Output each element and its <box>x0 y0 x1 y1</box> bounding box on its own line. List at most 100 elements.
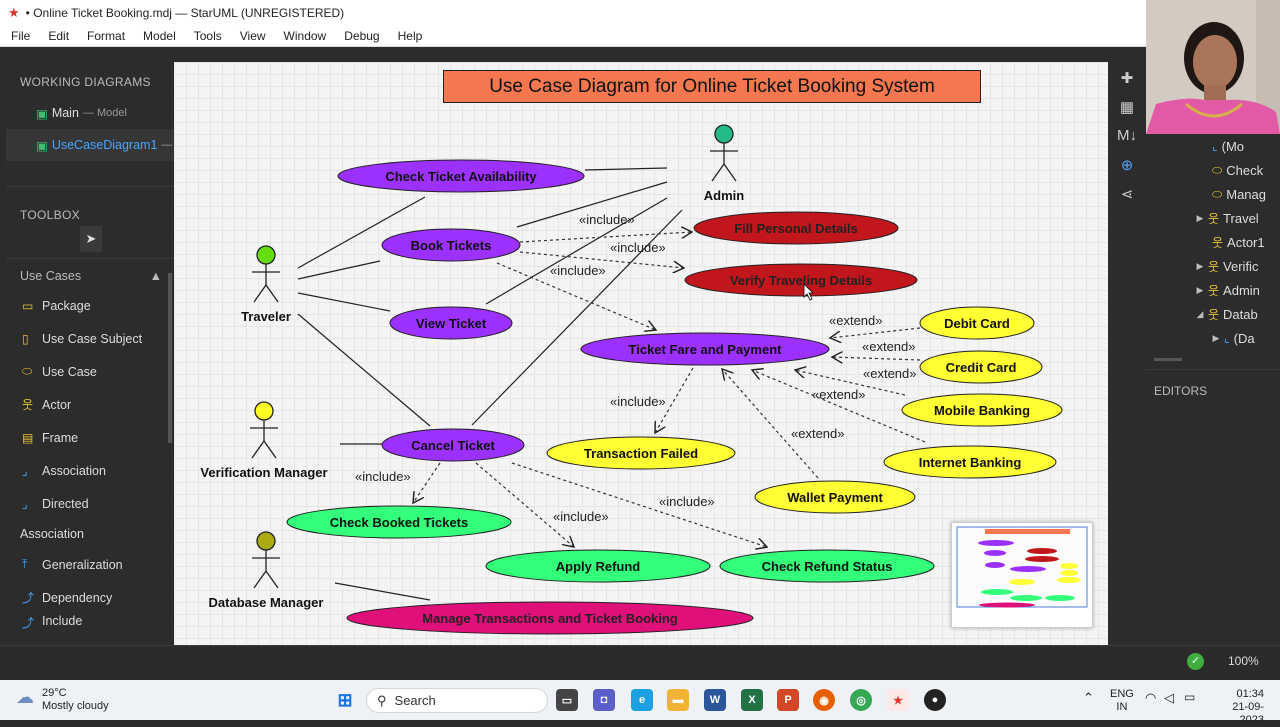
actor-traveler[interactable] <box>252 245 280 303</box>
expand-icon[interactable]: ▶ <box>1196 212 1204 223</box>
usecase-cancel-ticket[interactable] <box>381 428 525 462</box>
tool-include[interactable]: ⤴Include <box>6 614 174 634</box>
share-icon[interactable]: ⋖ <box>1120 185 1134 203</box>
usecase-check-refund-status[interactable] <box>719 549 935 583</box>
clock[interactable]: 01:34 21-09-2023 <box>1210 688 1264 727</box>
tool-frame[interactable]: ▤Frame <box>6 421 174 454</box>
staruml-taskbar-icon[interactable]: ★ <box>887 689 909 711</box>
menu-help[interactable]: Help <box>397 29 423 43</box>
extensions-icon[interactable]: ✚ <box>1120 69 1134 87</box>
usecase-label: Ticket Fare and Payment <box>629 342 783 357</box>
taskbar-search-box[interactable]: ⚲ Search <box>366 688 548 713</box>
usecase-debit-card[interactable] <box>919 306 1035 340</box>
diagram-title[interactable]: Use Case Diagram for Online Ticket Booki… <box>443 70 981 103</box>
collapse-icon[interactable]: ◢ <box>1196 308 1204 319</box>
working-diagrams-title: WORKING DIAGRAMS <box>20 75 151 89</box>
usecase-check-ticket-availability[interactable] <box>337 159 585 193</box>
actor-admin[interactable] <box>710 124 738 182</box>
sidebar-scrollbar[interactable] <box>168 273 172 443</box>
diagram-minimap[interactable] <box>951 522 1093 628</box>
menu-edit[interactable]: Edit <box>48 29 70 43</box>
word-icon[interactable]: W <box>704 689 726 711</box>
firefox-icon[interactable]: ◉ <box>813 689 835 711</box>
usecase-transaction-failed[interactable] <box>546 436 736 470</box>
tool-label: Association <box>20 527 84 541</box>
file-explorer-icon[interactable]: ▬ <box>667 689 689 711</box>
tool-association[interactable]: ⌟Association <box>6 454 174 487</box>
explorer-scrollbar[interactable] <box>1154 358 1182 361</box>
expand-icon[interactable]: ▶ <box>1196 260 1204 271</box>
menu-window[interactable]: Window <box>283 29 327 43</box>
working-diagram-main[interactable]: ▣ Main — Model <box>6 97 174 129</box>
usecase-credit-card[interactable] <box>919 350 1043 384</box>
navigator-icon[interactable]: ⊕ <box>1120 156 1134 174</box>
recorder-icon[interactable]: ● <box>924 689 946 711</box>
usecase-ticket-fare-payment[interactable] <box>580 332 830 366</box>
windows-start-icon[interactable]: ⊞ <box>337 689 353 710</box>
chevron-up-icon[interactable]: ⌃ <box>1083 690 1094 705</box>
pointer-tool-icon[interactable]: ➤ <box>80 226 102 252</box>
volume-icon[interactable]: ◁ <box>1164 690 1174 705</box>
battery-icon[interactable]: ▭ <box>1184 690 1196 704</box>
tool-usecase-subject[interactable]: ▯Use Case Subject <box>6 322 174 355</box>
usecase-icon: ⬭ <box>1212 186 1223 201</box>
tool-package[interactable]: ▭Package <box>6 289 174 322</box>
explorer-item[interactable]: ▶⌞(Da <box>1146 326 1280 350</box>
expand-icon[interactable]: ▶ <box>1196 284 1204 295</box>
tool-generalization[interactable]: ⤒Generalization <box>6 548 174 581</box>
weather-temp: 29°C <box>42 687 67 699</box>
menu-view[interactable]: View <box>239 29 266 43</box>
expand-icon[interactable]: ▶ <box>1212 332 1220 343</box>
tool-usecase[interactable]: ⬭Use Case <box>6 355 174 388</box>
working-diagram-usecase[interactable]: ▣ UseCaseDiagram1 — <box>6 129 174 161</box>
usecase-verify-traveling-details[interactable] <box>684 263 918 297</box>
usecase-wallet-payment[interactable] <box>754 480 916 514</box>
usecase-internet-banking[interactable] <box>883 445 1057 479</box>
actor-verification-manager[interactable] <box>250 401 278 459</box>
wifi-icon[interactable]: ◠ <box>1145 690 1157 705</box>
toolbox-group-header[interactable]: Use Cases ▲ <box>6 258 174 289</box>
usecase-book-tickets[interactable] <box>381 228 521 262</box>
actor-database-manager[interactable] <box>252 531 280 589</box>
layout-icon[interactable]: ▦ <box>1119 98 1135 116</box>
clock-date: 21-09-2023 <box>1232 701 1264 726</box>
markdown-icon[interactable]: M↓ <box>1117 127 1137 144</box>
usecase-label: Manage Transactions and Ticket Booking <box>422 611 678 626</box>
chrome-icon[interactable]: ◎ <box>850 689 872 711</box>
explorer-item[interactable]: ⬭Check <box>1146 158 1280 182</box>
usecase-mobile-banking[interactable] <box>901 393 1063 427</box>
task-view-icon[interactable]: ▭ <box>556 689 578 711</box>
powerpoint-icon[interactable]: P <box>777 689 799 711</box>
menu-debug[interactable]: Debug <box>344 29 380 43</box>
menu-tools[interactable]: Tools <box>193 29 222 43</box>
menu-model[interactable]: Model <box>143 29 176 43</box>
zoom-level[interactable]: 100% <box>1228 654 1259 668</box>
tool-directed-association[interactable]: ⌟Directed <box>6 487 174 520</box>
language-indicator[interactable]: ENG IN <box>1110 688 1134 714</box>
explorer-label: Travel <box>1223 210 1259 226</box>
explorer-item[interactable]: ⌞(Mo <box>1146 134 1280 158</box>
usecase-view-ticket[interactable] <box>389 306 513 340</box>
usecase-apply-refund[interactable] <box>485 549 711 583</box>
edge-icon[interactable]: e <box>631 689 653 711</box>
menu-format[interactable]: Format <box>87 29 126 43</box>
tool-label: Directed <box>42 496 89 511</box>
explorer-item[interactable]: ⬭Manag <box>1146 182 1280 206</box>
excel-icon[interactable]: X <box>741 689 763 711</box>
tool-label-continued: Association <box>6 520 174 548</box>
chat-icon[interactable]: ◘ <box>593 689 615 711</box>
usecase-label: Book Tickets <box>411 238 492 253</box>
usecase-fill-personal-details[interactable] <box>693 211 899 245</box>
extend-label: «extend» <box>829 313 883 328</box>
weather-widget[interactable]: 29°C Mostly cloudy <box>42 687 109 713</box>
menu-file[interactable]: File <box>11 29 31 43</box>
usecase-check-booked-tickets[interactable] <box>286 505 512 539</box>
usecase-manage-transactions[interactable] <box>346 601 754 635</box>
tool-dependency[interactable]: ⤴Dependency <box>6 581 174 614</box>
